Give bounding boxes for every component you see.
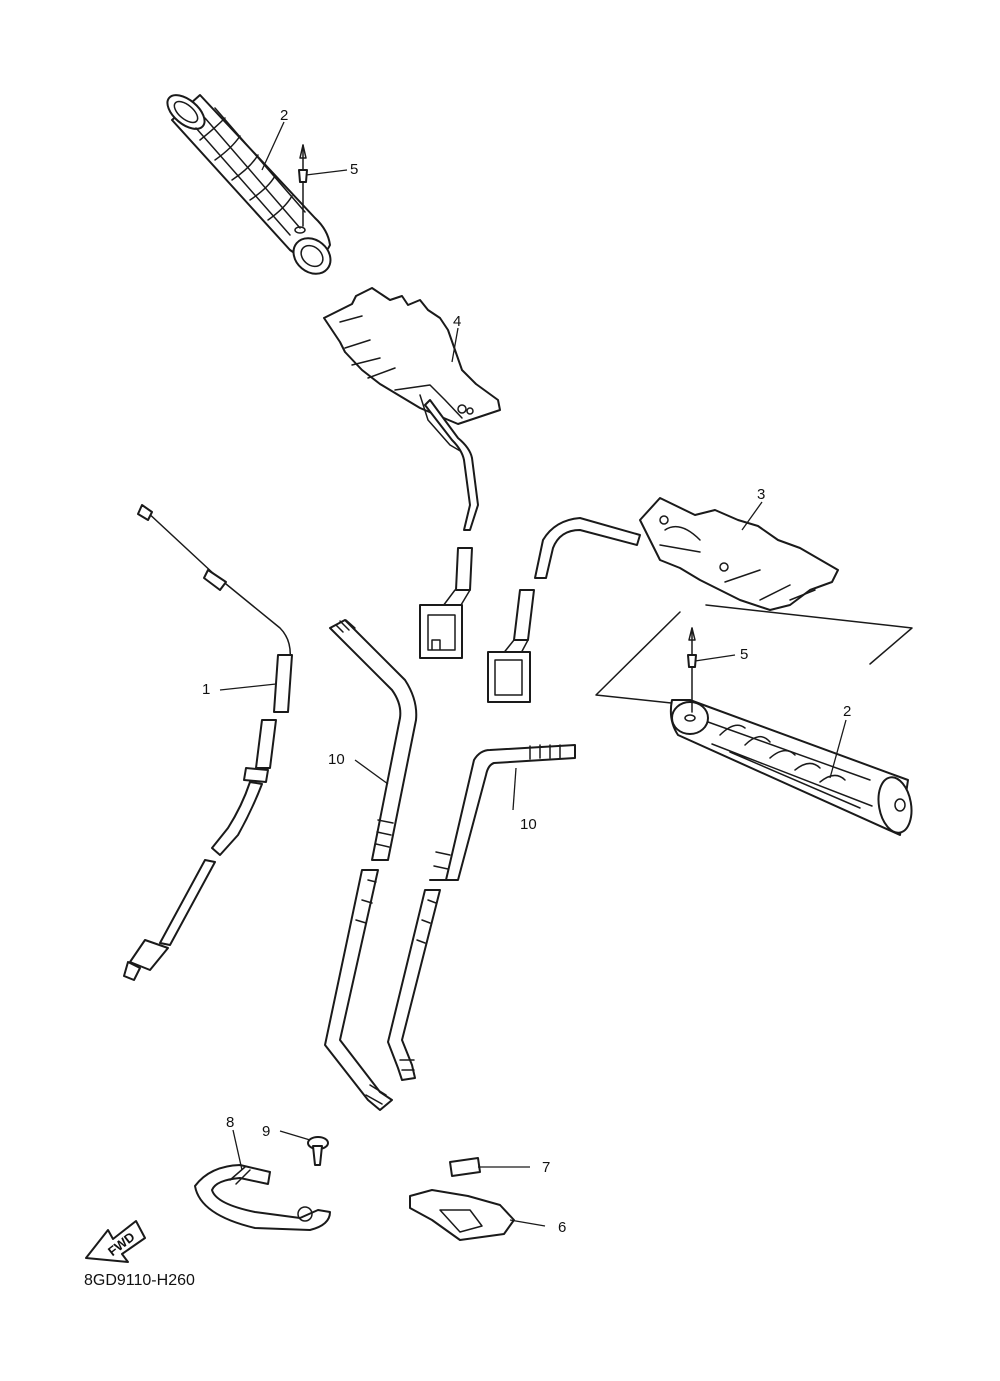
heater-element-left <box>323 287 501 453</box>
heater-wire-left <box>419 399 479 659</box>
screw <box>307 1136 329 1166</box>
callout-5-right: 5 <box>740 646 748 663</box>
callout-5-top: 5 <box>350 161 358 178</box>
heater-wire-right <box>487 517 641 703</box>
pin-top <box>298 144 308 227</box>
pin-right <box>687 627 697 713</box>
heater-element-right <box>639 497 839 611</box>
drawing-code: 8GD9110-H260 <box>84 1272 195 1289</box>
callout-8: 8 <box>226 1114 234 1131</box>
hand-guard <box>194 1164 331 1231</box>
pad <box>449 1157 481 1177</box>
callout-9: 9 <box>262 1123 270 1140</box>
callout-10-left: 10 <box>328 751 345 768</box>
callout-6: 6 <box>558 1219 566 1236</box>
callout-7: 7 <box>542 1159 550 1176</box>
callout-10-right: 10 <box>520 816 537 833</box>
grip-left <box>166 94 332 275</box>
callout-2-top: 2 <box>280 107 288 124</box>
handlebar-right <box>387 744 576 1081</box>
callout-4: 4 <box>453 313 461 330</box>
callout-2-right: 2 <box>843 703 851 720</box>
handlebar-left <box>324 619 418 1111</box>
callout-3: 3 <box>757 486 765 503</box>
fwd-arrow-icon: FWD <box>85 1220 146 1263</box>
grip-right <box>669 699 913 836</box>
throttle-cable <box>123 504 293 981</box>
callout-1: 1 <box>202 681 210 698</box>
leader-lines <box>219 121 847 1227</box>
reference-plane <box>595 604 913 706</box>
holder <box>409 1189 515 1241</box>
